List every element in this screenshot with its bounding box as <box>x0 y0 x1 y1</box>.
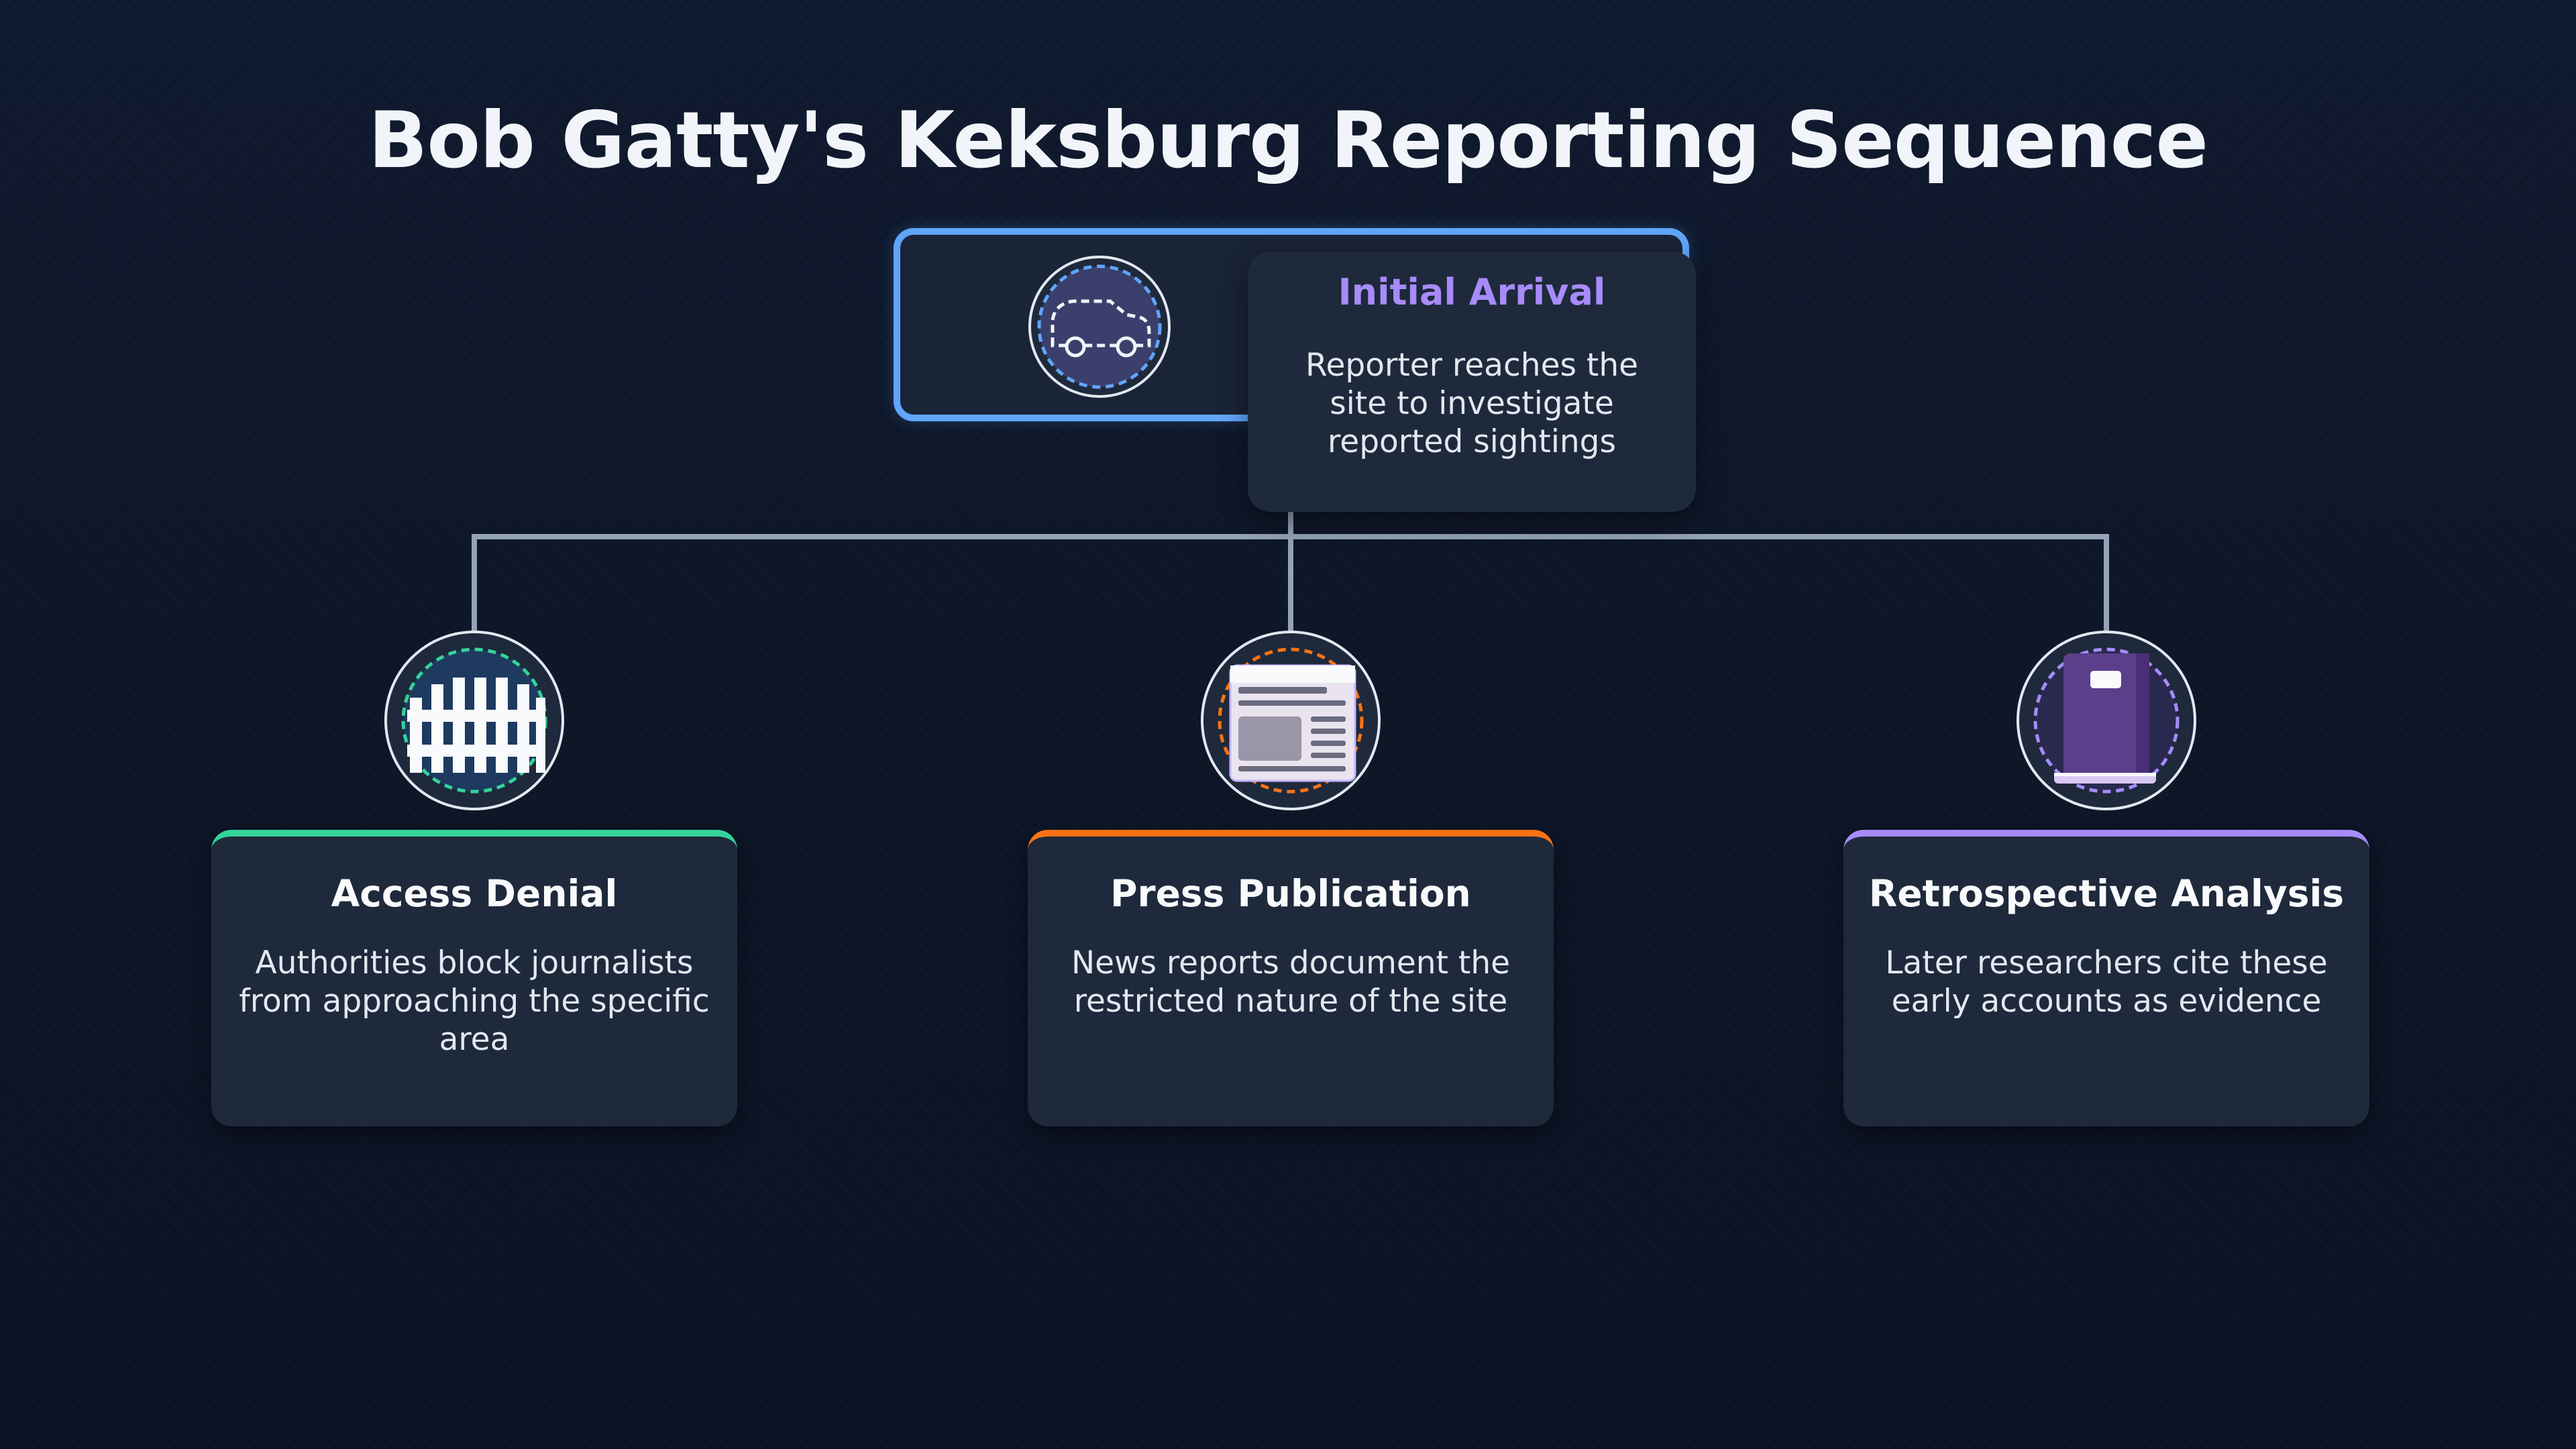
page-title: Bob Gatty's Keksburg Reporting Sequence <box>368 95 2208 186</box>
newspaper-icon <box>1218 647 1364 794</box>
root-node-description: Reporter reaches the site to investigate… <box>1305 347 1639 460</box>
retrospective-analysis-description: Later researchers cite these early accou… <box>1885 945 2328 1020</box>
press-publication-description: News reports document the restricted nat… <box>1071 945 1511 1020</box>
press-publication-title: Press Publication <box>1110 872 1471 915</box>
access-denial-card: Access Denial Authorities block journali… <box>211 830 737 1126</box>
press-publication-card: Press Publication News reports document … <box>1028 830 1554 1126</box>
retrospective-analysis-card: Retrospective Analysis Later researchers… <box>1843 830 2369 1126</box>
book-icon <box>2033 647 2180 794</box>
access-denial-description: Authorities block journalists from appro… <box>239 945 710 1058</box>
root-node-title: Initial Arrival <box>1338 271 1606 313</box>
fence-icon <box>401 647 547 794</box>
press-publication-icon-circle <box>1201 631 1381 810</box>
root-node-text-panel: Initial Arrival Reporter reaches the sit… <box>1248 252 1696 512</box>
access-denial-icon-circle <box>384 631 564 810</box>
retrospective-analysis-title: Retrospective Analysis <box>1868 872 2345 915</box>
retrospective-analysis-icon-circle <box>2017 631 2196 810</box>
access-denial-title: Access Denial <box>331 872 618 915</box>
root-icon-circle <box>1028 256 1171 398</box>
car-icon <box>1037 264 1162 389</box>
